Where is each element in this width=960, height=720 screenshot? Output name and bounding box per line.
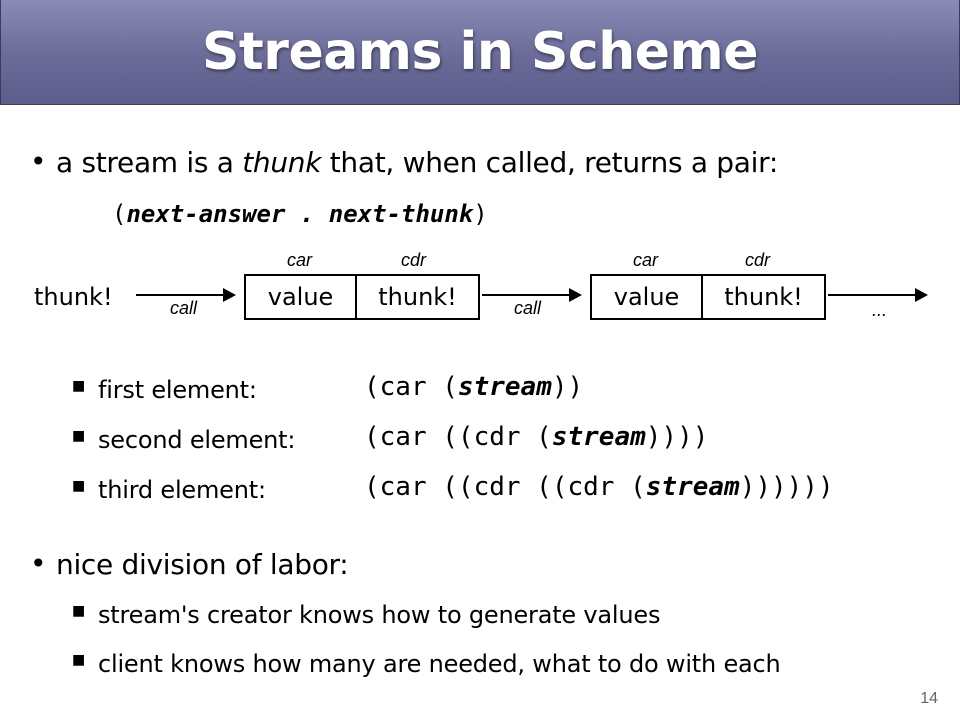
pair-box-2: value thunk! (590, 274, 826, 320)
code-post: )) (551, 372, 584, 402)
sub-bullet-square: ■ (72, 378, 86, 394)
sub-bullet-second-element: ■ second element: (72, 426, 296, 454)
cdr-label-1: cdr (401, 250, 427, 270)
element-label: first element: (98, 376, 257, 404)
car-label-2: car (633, 250, 659, 270)
sub-bullet-client: ■ client knows how many are needed, what… (72, 650, 781, 678)
code-first-element: (car (stream)) (364, 372, 583, 402)
bullet-stream-definition: • a stream is a thunk that, when called,… (30, 145, 779, 179)
diagram-ellipsis: ... (872, 300, 888, 320)
sub-bullet-square: ■ (72, 652, 86, 668)
code-pre: (car ( (364, 372, 458, 402)
pair-box-1: value thunk! (244, 274, 480, 320)
title-bar: Streams in Scheme (0, 0, 960, 105)
element-label: second element: (98, 426, 296, 454)
code-pre: (car ((cdr ((cdr ( (364, 472, 646, 502)
labor-text: stream's creator knows how to generate v… (98, 601, 661, 629)
code-pre: (car ((cdr ( (364, 422, 552, 452)
pair-notation: (next-answer . next-thunk) (112, 200, 488, 228)
labor-text: client knows how many are needed, what t… (98, 650, 781, 678)
pair-box-2-value: value (592, 276, 704, 318)
call-arrow-2 (482, 288, 582, 302)
call-arrow-3 (828, 288, 928, 302)
bullet-dot: • (30, 145, 47, 178)
pair-open: ( (112, 200, 127, 228)
bullet-text: nice division of labor: (56, 548, 349, 581)
sub-bullet-first-element: ■ first element: (72, 376, 257, 404)
diagram-start-thunk: thunk! (34, 283, 113, 311)
bullet-dot: • (30, 547, 47, 580)
code-stream: stream (457, 372, 552, 402)
code-post: )))))) (739, 472, 834, 502)
code-stream: stream (551, 422, 646, 452)
call-arrow-1 (136, 288, 236, 302)
code-second-element: (car ((cdr (stream)))) (364, 422, 708, 452)
car-label-1: car (287, 250, 313, 270)
code-third-element: (car ((cdr ((cdr (stream)))))) (364, 472, 834, 502)
call-label-1: call (170, 298, 198, 318)
code-stream: stream (645, 472, 740, 502)
sub-bullet-square: ■ (72, 428, 86, 444)
pair-first: next-answer (126, 200, 286, 228)
bullet-text-pre: a stream is a (56, 146, 243, 179)
bullet-text-em: thunk (242, 146, 322, 179)
call-label-2: call (514, 298, 542, 318)
pair-sep: . (285, 200, 329, 228)
pair-second: next-thunk (328, 200, 474, 228)
slide-title: Streams in Scheme (201, 22, 759, 82)
sub-bullet-third-element: ■ third element: (72, 476, 266, 504)
pair-box-1-thunk: thunk! (378, 283, 457, 311)
pair-box-1-value: value (246, 276, 358, 318)
cdr-label-2: cdr (745, 250, 771, 270)
element-label: third element: (98, 476, 266, 504)
bullet-text-post: that, when called, returns a pair: (321, 146, 779, 179)
page-number: 14 (920, 690, 938, 707)
pair-close: ) (473, 200, 488, 228)
sub-bullet-creator: ■ stream's creator knows how to generate… (72, 601, 661, 629)
code-post: )))) (645, 422, 709, 452)
sub-bullet-square: ■ (72, 478, 86, 494)
sub-bullet-square: ■ (72, 603, 86, 619)
pair-box-2-thunk: thunk! (724, 283, 803, 311)
bullet-division-of-labor: • nice division of labor: (30, 547, 349, 581)
